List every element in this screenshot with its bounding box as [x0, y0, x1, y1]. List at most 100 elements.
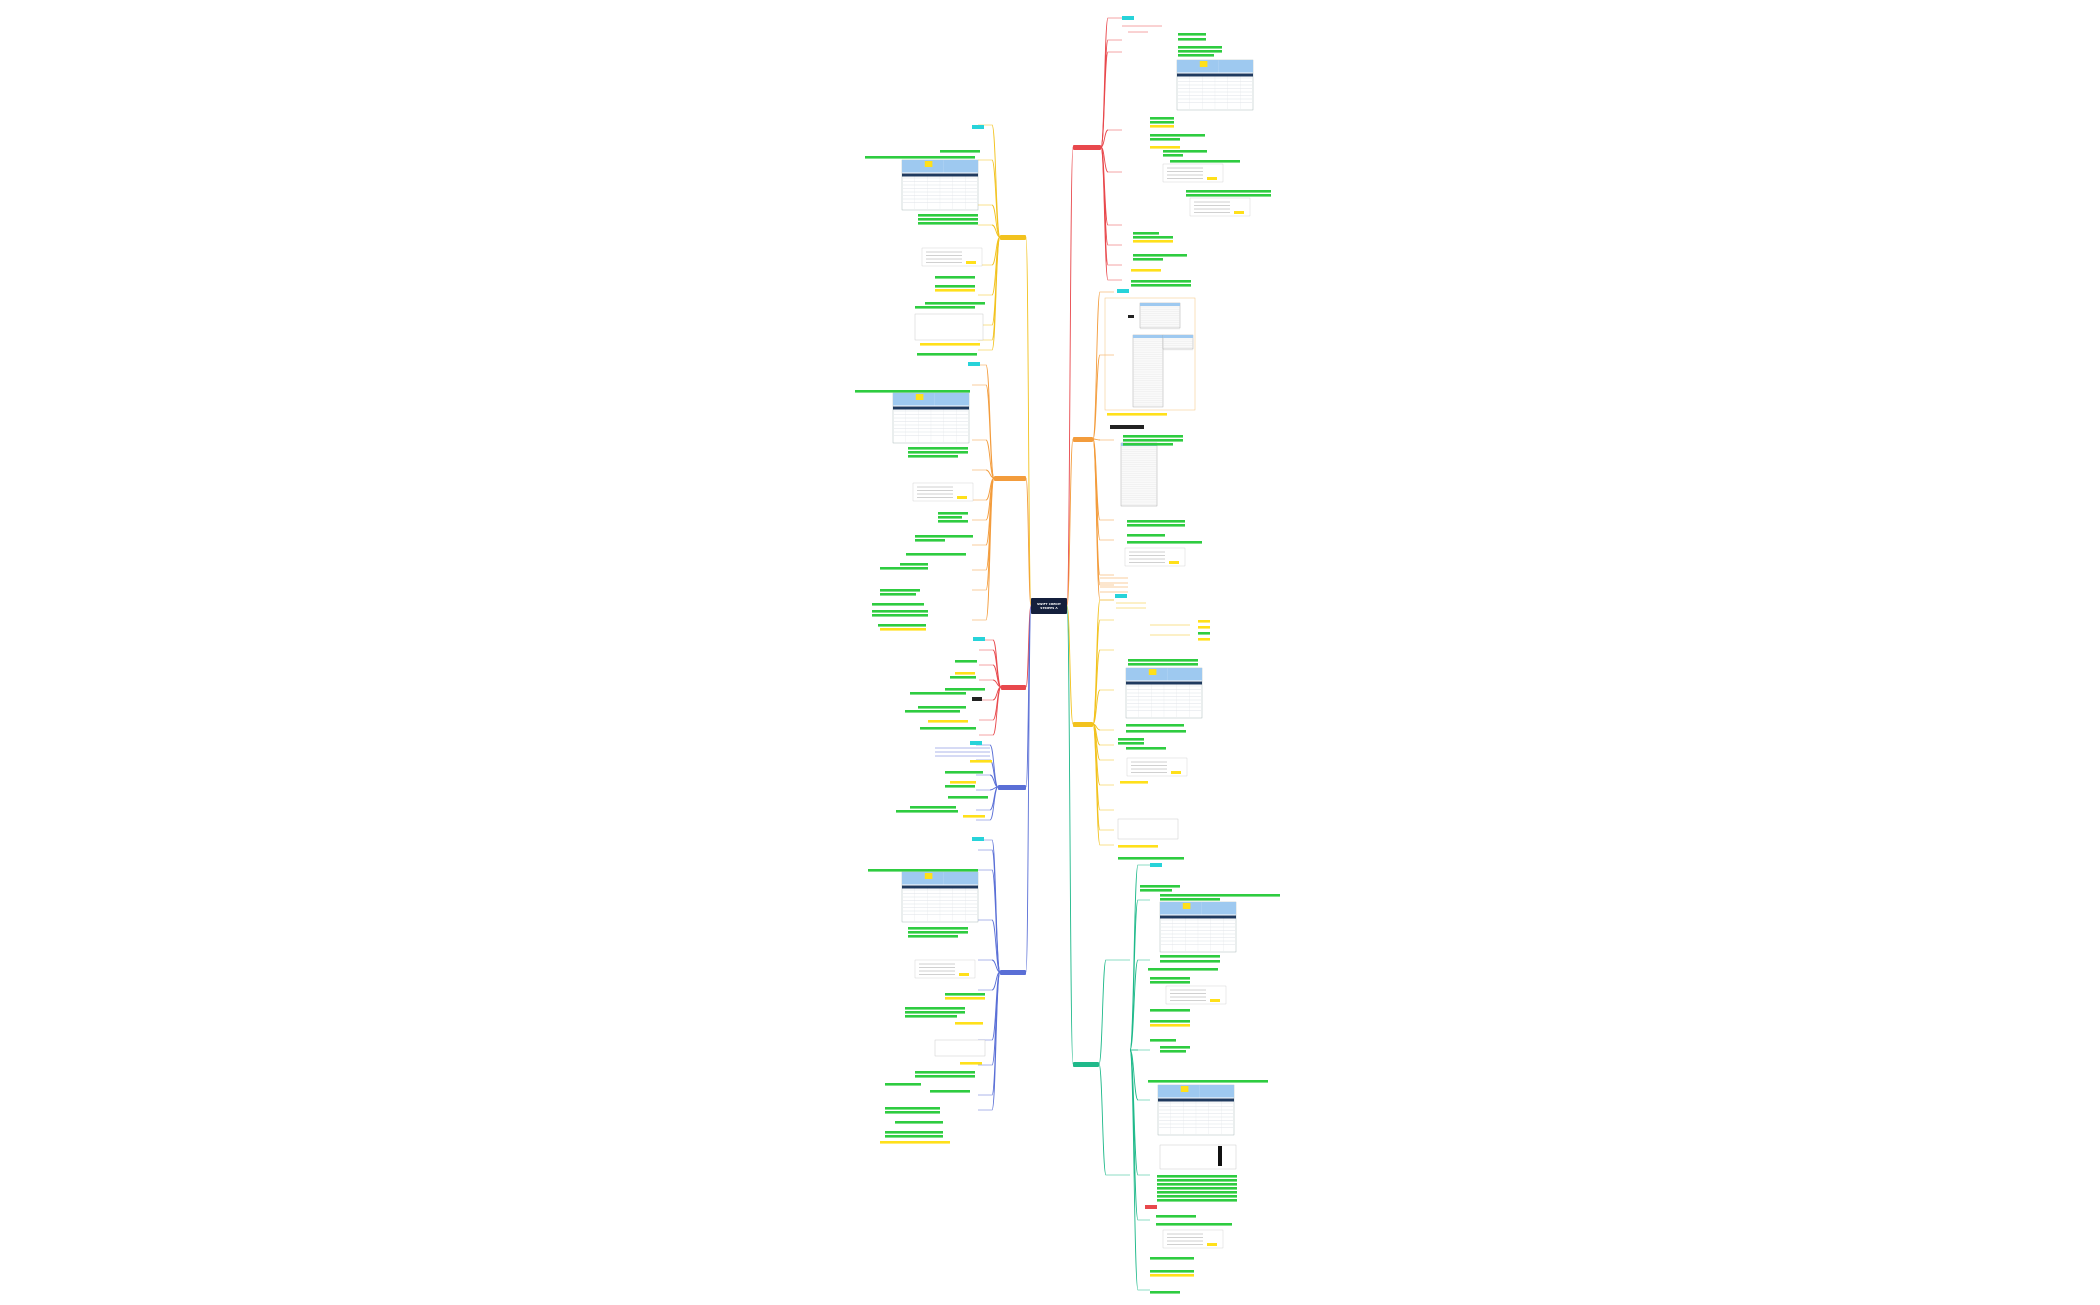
green-note: [1160, 955, 1220, 958]
green-note: [920, 727, 976, 730]
sub-curve: [991, 236, 1001, 351]
sub-curve: [991, 224, 1001, 238]
green-note: [1198, 632, 1210, 635]
sub-curve: [1129, 864, 1139, 1051]
yellow-note: [935, 289, 975, 292]
green-note: [955, 660, 977, 663]
green-note: [1118, 857, 1184, 860]
sub-curve: [991, 919, 1001, 973]
green-note: [1160, 1046, 1190, 1049]
tag-label: [1117, 289, 1129, 293]
green-note: [906, 553, 966, 556]
data-table-header-light: [902, 160, 944, 173]
sub-curve: [991, 971, 1001, 991]
branch-node-left-5[interactable]: [1000, 970, 1026, 975]
branch-node-right-2[interactable]: [1073, 437, 1093, 442]
sub-curve: [1129, 899, 1139, 1051]
data-table-header-light: [893, 393, 935, 406]
green-note: [1131, 284, 1191, 287]
green-note: [1128, 659, 1198, 662]
yellow-note: [1198, 620, 1210, 623]
green-note: [1128, 663, 1198, 666]
green-note: [1127, 534, 1165, 537]
green-note: [935, 276, 975, 279]
green-note: [1150, 138, 1180, 141]
yellow-note: [955, 672, 975, 675]
sub-curve: [1129, 1049, 1139, 1291]
yellow-note: [1198, 626, 1210, 629]
sub-curve: [1100, 146, 1109, 173]
green-note: [1150, 1009, 1190, 1012]
green-note: [905, 1007, 965, 1010]
green-note: [930, 1090, 970, 1093]
yellow-note: [920, 343, 980, 346]
green-note: [1123, 439, 1183, 442]
green-note: [1148, 1080, 1268, 1083]
sub-curve: [992, 686, 1002, 736]
green-note: [905, 710, 960, 713]
sub-curve: [1092, 689, 1101, 725]
sub-curve: [1092, 291, 1101, 440]
green-note: [885, 1131, 943, 1134]
sub-curve: [991, 971, 1001, 1111]
central-topic-node[interactable]: SWIFT CREDIT STRIPES A: [1031, 598, 1067, 614]
tag-label: [972, 837, 984, 841]
branch-node-right-4[interactable]: [1073, 1062, 1099, 1067]
sub-curve: [1098, 959, 1107, 1065]
sub-curve: [985, 477, 995, 621]
sub-curve: [1098, 1063, 1107, 1176]
data-table-header-highlight: [1199, 61, 1208, 67]
data-table-header-light: [1177, 60, 1219, 73]
green-note: [1123, 435, 1183, 438]
data-table-header-light-2: [943, 160, 978, 173]
green-note: [1150, 134, 1205, 137]
sub-curve: [985, 469, 995, 479]
branch-node-left-1[interactable]: [1000, 235, 1026, 240]
data-table-column-bar: [1158, 1098, 1234, 1102]
formula-box-result: [1234, 211, 1244, 214]
yellow-note: [880, 1141, 950, 1144]
branch-node-left-2[interactable]: [994, 476, 1026, 481]
green-note: [1150, 981, 1190, 984]
green-note: [1126, 730, 1186, 733]
green-note: [1156, 1215, 1196, 1218]
sub-curve: [1092, 649, 1101, 725]
green-note: [938, 512, 968, 515]
side-table-head: [1163, 335, 1193, 338]
green-note: [895, 1121, 943, 1124]
formula-box-result: [1169, 561, 1179, 564]
green-note: [1123, 443, 1173, 446]
green-note: [1170, 160, 1240, 163]
green-note: [855, 390, 970, 393]
green-note: [925, 302, 985, 305]
green-note: [1157, 1175, 1237, 1178]
green-note: [910, 806, 956, 809]
data-table-header-highlight: [1182, 903, 1191, 909]
long-table-head: [1133, 335, 1163, 338]
green-note: [885, 1111, 940, 1114]
green-note: [1127, 541, 1202, 544]
yellow-note: [1150, 1274, 1194, 1277]
green-note: [1150, 1270, 1194, 1273]
sub-curve: [1129, 959, 1139, 1051]
green-note: [915, 1075, 975, 1078]
sub-curve: [1100, 129, 1109, 148]
green-note: [865, 156, 975, 159]
green-note: [917, 353, 977, 356]
branch-node-right-1[interactable]: [1073, 145, 1101, 150]
green-note: [1163, 154, 1183, 157]
branch-node-left-4[interactable]: [998, 785, 1026, 790]
branch-node-right-3[interactable]: [1073, 722, 1093, 727]
branch-node-left-3[interactable]: [1001, 685, 1026, 690]
green-note: [1133, 236, 1173, 239]
yellow-note: [1150, 146, 1180, 149]
tag-label: [1115, 594, 1127, 598]
data-table-header-highlight: [924, 873, 933, 879]
data-table-column-bar: [902, 885, 978, 889]
green-note: [945, 771, 983, 774]
green-note: [905, 1011, 965, 1014]
formula-box-result: [966, 261, 976, 264]
data-table-header-light-2: [1218, 60, 1253, 73]
